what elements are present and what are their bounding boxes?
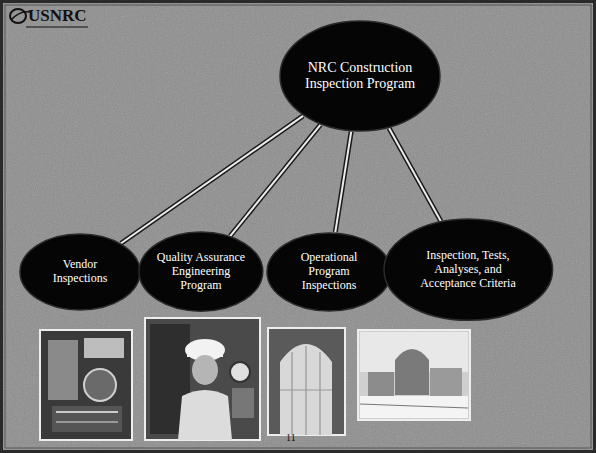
- ellipse-text-area: NRC Construction Inspection Program: [279, 20, 441, 132]
- inspector-photo: [145, 318, 260, 440]
- program-ellipse: NRC Construction Inspection Program: [279, 20, 441, 132]
- connector-group: [230, 125, 320, 236]
- program-ellipse: Operational Program Inspections: [266, 232, 392, 312]
- program-ellipse: Inspection, Tests, Analyses, and Accepta…: [383, 218, 554, 321]
- ellipse-text-area: Quality Assurance Engineering Program: [138, 231, 264, 312]
- ellipse-text-area: Vendor Inspections: [19, 233, 141, 311]
- program-name: Operational Program Inspections: [283, 251, 376, 292]
- connector-outline: [230, 125, 320, 236]
- ellipse-text-area: Operational Program Inspections: [266, 232, 392, 312]
- logo-text: USNRC: [28, 6, 87, 26]
- program-ellipse: Vendor Inspections: [19, 233, 141, 311]
- program-name: NRC Construction Inspection Program: [300, 60, 420, 92]
- containment-photo: [268, 328, 345, 435]
- connector-line: [389, 128, 441, 221]
- ellipse-text-area: Inspection, Tests, Analyses, and Accepta…: [383, 218, 554, 321]
- connector-outline: [389, 128, 441, 221]
- connector-line: [230, 125, 320, 236]
- slide-number: 11: [286, 432, 296, 443]
- program-ellipse: Quality Assurance Engineering Program: [138, 231, 264, 312]
- program-name: Vendor Inspections: [35, 258, 125, 286]
- program-name: Inspection, Tests, Analyses, and Accepta…: [415, 249, 520, 290]
- slide-border-inner: [5, 5, 591, 448]
- vendor-photo: [40, 330, 132, 440]
- connector-group: [389, 128, 441, 221]
- program-name: Quality Assurance Engineering Program: [155, 251, 247, 292]
- connector-line: [335, 132, 351, 233]
- connector-outline: [335, 132, 351, 233]
- plant-photo: [358, 330, 470, 420]
- connector-group: [335, 132, 351, 233]
